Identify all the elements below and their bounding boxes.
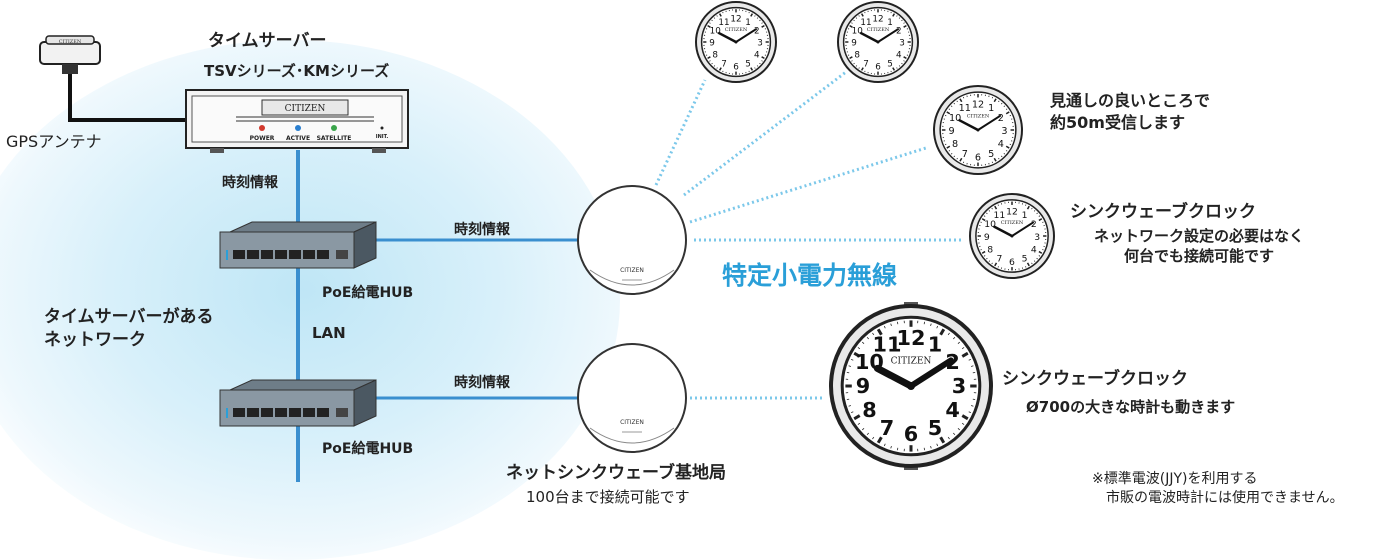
- clock-brand: CITIZEN: [967, 114, 990, 120]
- poe-hub-2-icon: [220, 380, 376, 426]
- clock-numeral: 9: [856, 374, 870, 398]
- wireless-label: 特定小電力無線: [722, 256, 897, 292]
- svg-text:POWER: POWER: [250, 135, 275, 142]
- svg-text:CITIZEN: CITIZEN: [59, 39, 82, 45]
- clock-numeral: 6: [1009, 257, 1015, 268]
- wave-to-clock-2: [684, 72, 846, 195]
- base-station-subtitle: 100台まで接続可能です: [526, 486, 690, 507]
- clock-numeral: 4: [1031, 244, 1037, 255]
- lan-label: LAN: [312, 324, 346, 342]
- clock-numeral: 12: [1006, 207, 1018, 218]
- clock-numeral: 3: [952, 374, 966, 398]
- clock-numeral: 7: [996, 254, 1002, 265]
- clock-numeral: 1: [928, 333, 942, 357]
- clock-numeral: 3: [757, 39, 763, 49]
- wave-to-clock-3: [690, 148, 926, 222]
- clock-numeral: 8: [952, 139, 958, 150]
- clock-numeral: 5: [988, 149, 994, 160]
- clock-numeral: 4: [754, 51, 760, 61]
- clock-numeral: 12: [972, 100, 984, 111]
- time-info-label-1: 時刻情報: [222, 172, 278, 192]
- svg-text:ACTIVE: ACTIVE: [286, 135, 310, 142]
- clock-numeral: 5: [1022, 254, 1028, 265]
- clock-brand: CITIZEN: [1001, 220, 1024, 226]
- clock-numeral: 3: [1034, 232, 1040, 243]
- clock-numeral: 10: [852, 27, 864, 37]
- clock-numeral: 5: [745, 59, 751, 69]
- clock-numeral: 4: [945, 398, 959, 422]
- base-station-2-icon: CITIZEN: [578, 344, 686, 452]
- clock-numeral: 7: [962, 149, 968, 160]
- clock-numeral: 2: [1031, 219, 1037, 230]
- svg-text:INIT.: INIT.: [376, 134, 389, 140]
- clock-numeral: 2: [998, 113, 1004, 124]
- base-station-1-icon: CITIZEN: [578, 186, 686, 294]
- clock-numeral: 10: [949, 113, 961, 124]
- clock-numeral: 4: [998, 139, 1004, 150]
- clock-numeral: 9: [851, 39, 857, 49]
- gps-label: GPSアンテナ: [6, 128, 102, 152]
- clock-numeral: 3: [899, 39, 905, 49]
- poe-hub-1-icon: [220, 222, 376, 268]
- footnote: ※標準電波(JJY)を利用する 市販の電波時計には使用できません。: [1092, 470, 1344, 508]
- svg-text:CITIZEN: CITIZEN: [620, 419, 644, 426]
- clock-numeral: 3: [1001, 126, 1007, 137]
- clock-numeral: 8: [862, 398, 876, 422]
- time-info-label-3: 時刻情報: [454, 372, 510, 392]
- gps-cable: [70, 72, 186, 120]
- clock-numeral: 6: [875, 63, 881, 73]
- clock-numeral: 2: [896, 27, 902, 37]
- clock-numeral: 11: [959, 103, 971, 114]
- clock-numeral: 9: [949, 126, 955, 137]
- hub2-label: PoE給電HUB: [322, 438, 413, 458]
- sync-clock-1-desc: ネットワーク設定の必要はなく 何台でも接続可能です: [1094, 226, 1304, 267]
- sync-clock-1-title: シンクウェーブクロック: [1070, 197, 1256, 222]
- clock-numeral: 4: [896, 51, 902, 61]
- clock-numeral: 10: [710, 27, 722, 37]
- clock-brand: CITIZEN: [725, 27, 748, 33]
- clock-numeral: 9: [984, 232, 990, 243]
- wave-to-clock-1: [656, 80, 705, 185]
- clock-numeral: 8: [712, 51, 718, 61]
- sync-clock-2-desc: Ø700の大きな時計も動きます: [1026, 396, 1235, 417]
- gps-antenna-icon: CITIZEN: [40, 36, 100, 74]
- range-note: 見通しの良いところで 約50m受信します: [1050, 90, 1210, 133]
- clock-numeral: 12: [897, 326, 926, 350]
- time-server-icon: CITIZEN POWER ACTIVE SATELLITE INIT.: [186, 90, 408, 153]
- base-station-title: ネットシンクウェーブ基地局: [506, 458, 726, 483]
- clock-numeral: 2: [754, 27, 760, 37]
- clock-brand: CITIZEN: [867, 27, 890, 33]
- sync-clock-2-title: シンクウェーブクロック: [1002, 364, 1188, 389]
- network-area-label: タイムサーバーがある ネットワーク: [44, 306, 214, 352]
- svg-text:CITIZEN: CITIZEN: [620, 267, 644, 274]
- clock-numeral: 1: [988, 103, 994, 114]
- clock-numeral: 7: [721, 59, 727, 69]
- svg-text:CITIZEN: CITIZEN: [285, 104, 326, 114]
- clock-brand: CITIZEN: [891, 357, 932, 367]
- server-title: タイムサーバー: [208, 26, 327, 51]
- clock-numeral: 7: [880, 416, 894, 440]
- clock-numeral: 8: [987, 244, 993, 255]
- clock-numeral: 6: [975, 152, 981, 163]
- hub1-label: PoE給電HUB: [322, 282, 413, 302]
- server-series: TSVシリーズ･KMシリーズ: [204, 60, 389, 81]
- clock-numeral: 5: [887, 59, 893, 69]
- clock-numeral: 6: [733, 63, 739, 73]
- clock-numeral: 8: [854, 51, 860, 61]
- clock-numeral: 12: [730, 15, 741, 25]
- clock-numeral: 6: [904, 422, 918, 446]
- clock-numeral: 5: [928, 416, 942, 440]
- clock-numeral: 7: [863, 59, 869, 69]
- clock-numeral: 12: [872, 15, 883, 25]
- svg-text:SATELLITE: SATELLITE: [317, 135, 352, 142]
- time-info-label-2: 時刻情報: [454, 219, 510, 239]
- clock-numeral: 9: [709, 39, 715, 49]
